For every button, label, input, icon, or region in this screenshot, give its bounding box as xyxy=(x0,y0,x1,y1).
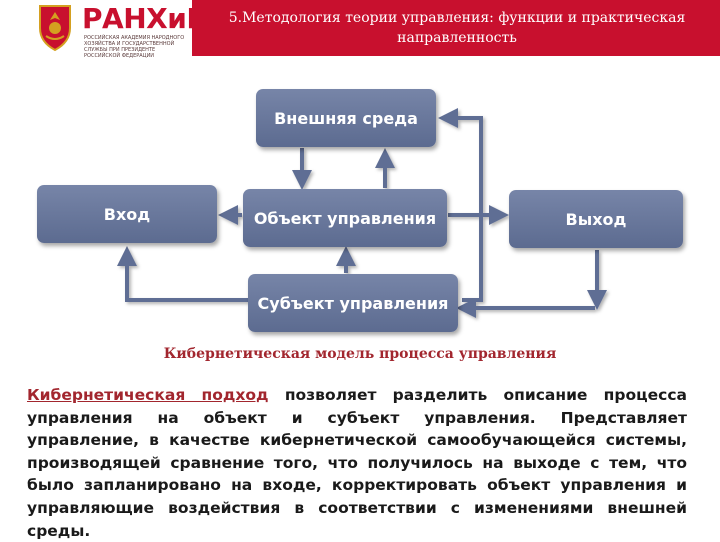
paragraph-highlight: Кибернетическая подход xyxy=(27,386,269,404)
title-bar xyxy=(192,0,720,56)
box-external-environment: Внешняя среда xyxy=(256,89,436,147)
slide-title: 5.Методология теории управления: функции… xyxy=(228,10,686,46)
diagram-caption: Кибернетическая модель процесса управлен… xyxy=(163,346,557,362)
emblem-icon xyxy=(39,5,71,52)
box-control-object: Объект управления xyxy=(243,189,447,247)
logo: РАНХиГС Российская академия народного хо… xyxy=(0,0,224,59)
box-output: Выход xyxy=(509,190,683,248)
arrow-subject-to-external xyxy=(438,108,483,302)
body-paragraph: Кибернетическая подход позволяет раздели… xyxy=(27,384,687,542)
arrow-subject-to-input xyxy=(117,246,248,302)
box-input: Вход xyxy=(37,185,217,243)
diagram-connectors xyxy=(117,108,607,318)
brand-subtitle: Российская академия народного хозяйства … xyxy=(84,35,185,59)
header: РАНХиГС Российская академия народного хо… xyxy=(0,0,720,59)
paragraph-text: позволяет разделить описание процесса уп… xyxy=(27,386,687,540)
box-control-subject: Субъект управления xyxy=(248,274,458,332)
